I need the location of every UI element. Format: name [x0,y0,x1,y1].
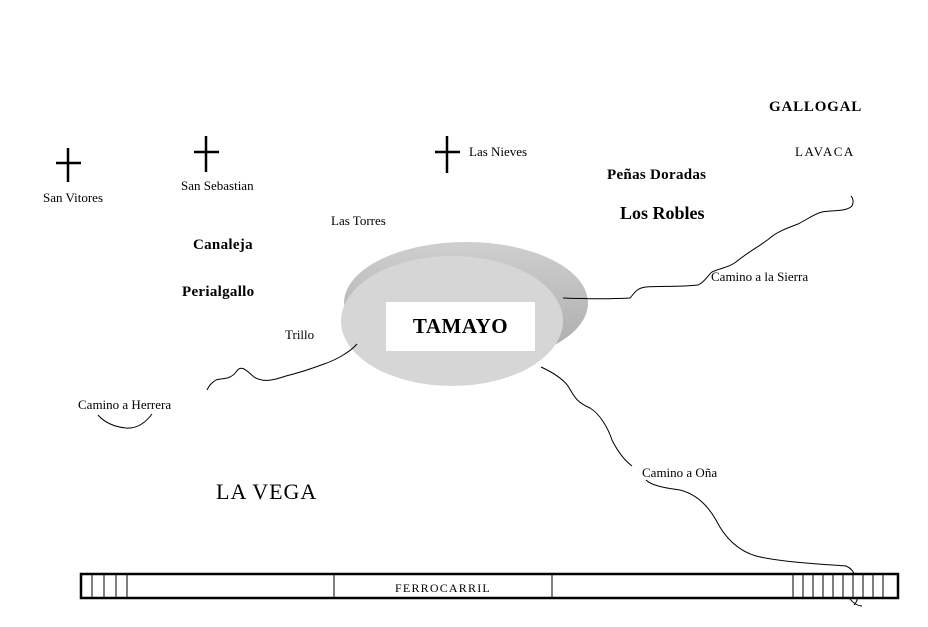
place-label-la-vega: LA VEGA [216,479,318,504]
road-label-camino-a-ona: Camino a Oña [642,465,718,480]
cross-icon [435,136,460,173]
railway-label: FERROCARRIL [395,581,491,595]
place-label-san-sebastian: San Sebastian [181,178,254,193]
road-camino-a-la-sierra [562,195,854,300]
place-label-las-nieves: Las Nieves [469,144,528,159]
road-label-camino-a-herrera: Camino a Herrera [78,397,172,412]
road-label-trillo: Trillo [285,327,315,342]
place-label-los-robles: Los Robles [620,203,705,223]
road-camino-a-ona [540,366,859,606]
place-label-gallogal: GALLOGAL [769,99,863,115]
place-label-lavaca: LAVACA [795,144,855,159]
place-label-san-vitores: San Vitores [43,190,104,205]
place-label-perialgallo: Perialgallo [182,284,255,300]
road-label-camino-a-la-sierra: Camino a la Sierra [711,269,809,284]
road-camino-a-herrera-tail [97,413,153,429]
cross-icon [56,148,81,182]
road-camino-a-ona-end [849,598,863,607]
railway-track [79,572,900,600]
place-label-canaleja: Canaleja [193,237,253,253]
town-name: TAMAYO [412,314,509,338]
road-camino-a-herrera [206,343,358,391]
town-label-box: TAMAYO [386,302,535,351]
place-label-las-torres: Las Torres [331,213,386,228]
cross-icon [194,136,219,172]
place-label-penas-doradas: Peñas Doradas [607,167,707,183]
